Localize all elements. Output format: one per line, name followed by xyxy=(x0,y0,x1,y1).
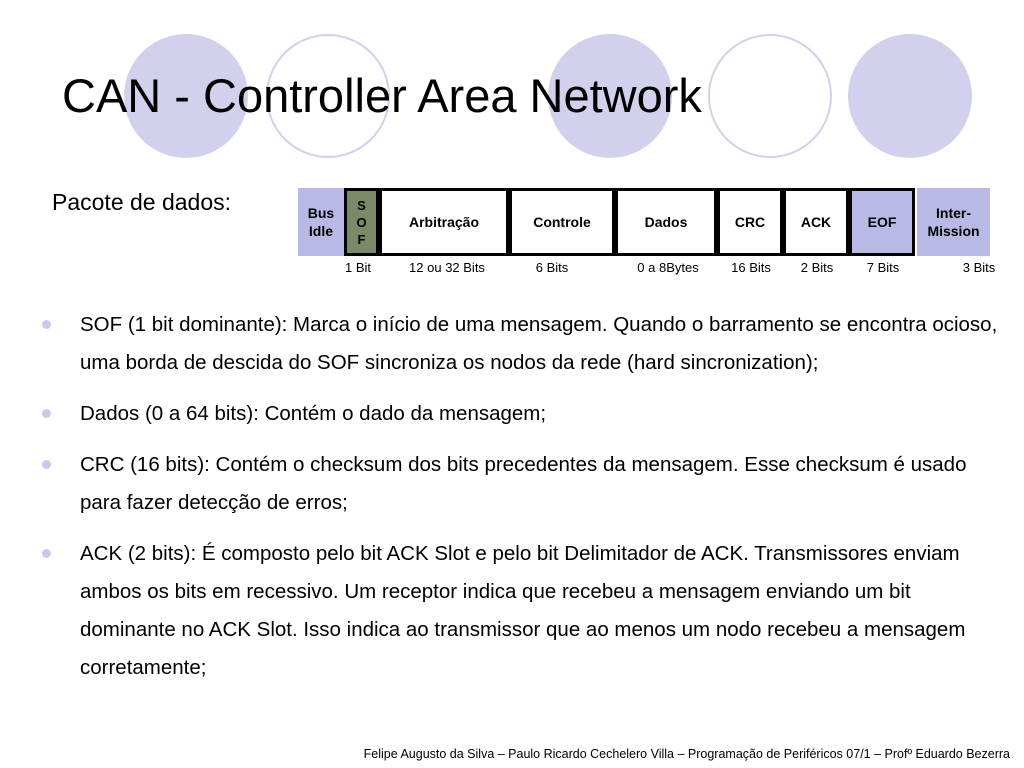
bullet-text: CRC (16 bits): Contém o checksum dos bit… xyxy=(80,453,967,514)
bullet-dot-icon xyxy=(42,460,51,469)
decorative-circle xyxy=(848,34,972,158)
bullet-dot-icon xyxy=(42,549,51,558)
bit-length-label: 2 Bits xyxy=(800,260,834,275)
bullet-item: Dados (0 a 64 bits): Contém o dado da me… xyxy=(40,395,1000,433)
bullet-item: SOF (1 bit dominante): Marca o início de… xyxy=(40,306,1000,382)
decorative-circle xyxy=(548,34,672,158)
bullet-text: ACK (2 bits): É composto pelo bit ACK Sl… xyxy=(80,542,966,679)
decorative-circle xyxy=(266,34,390,158)
frame-field-data: Dados xyxy=(615,188,717,256)
frame-field-ack: ACK xyxy=(783,188,849,256)
bit-length-label: 3 Bits xyxy=(962,260,996,275)
frame-field-crc: CRC xyxy=(717,188,783,256)
can-frame-diagram: Bus Idle S O F Arbitração Controle Dados… xyxy=(296,186,995,278)
bit-length-label: 16 Bits xyxy=(731,260,771,275)
bullet-item: CRC (16 bits): Contém o checksum dos bit… xyxy=(40,446,1000,522)
bullet-list: SOF (1 bit dominante): Marca o início de… xyxy=(40,306,1000,700)
frame-field-arbitration: Arbitração xyxy=(379,188,509,256)
frame-field-control: Controle xyxy=(509,188,615,256)
bullet-text: SOF (1 bit dominante): Marca o início de… xyxy=(80,313,998,374)
bit-length-label: 0 a 8Bytes xyxy=(637,260,699,275)
slide-title: CAN - Controller Area Network xyxy=(62,69,702,122)
bullet-dot-icon xyxy=(42,320,51,329)
bit-length-label: 7 Bits xyxy=(866,260,900,275)
frame-field-eof: EOF xyxy=(849,188,915,256)
decorative-circle xyxy=(124,34,248,158)
decorative-circle xyxy=(708,34,832,158)
frame-field-intermission: Inter- Mission xyxy=(917,188,990,256)
slide-footer: Felipe Augusto da Silva – Paulo Ricardo … xyxy=(363,747,1010,761)
frame-field-sof: S O F xyxy=(344,188,379,256)
bullet-item: ACK (2 bits): É composto pelo bit ACK Sl… xyxy=(40,535,1000,687)
bullet-text: Dados (0 a 64 bits): Contém o dado da me… xyxy=(80,402,547,425)
frame-field-bus-idle: Bus Idle xyxy=(298,188,344,256)
bit-length-label: 12 ou 32 Bits xyxy=(409,260,485,275)
packet-label: Pacote de dados: xyxy=(52,189,232,215)
bit-length-label: 1 Bit xyxy=(344,260,371,275)
bullet-dot-icon xyxy=(42,409,51,418)
bit-length-label: 6 Bits xyxy=(535,260,569,275)
